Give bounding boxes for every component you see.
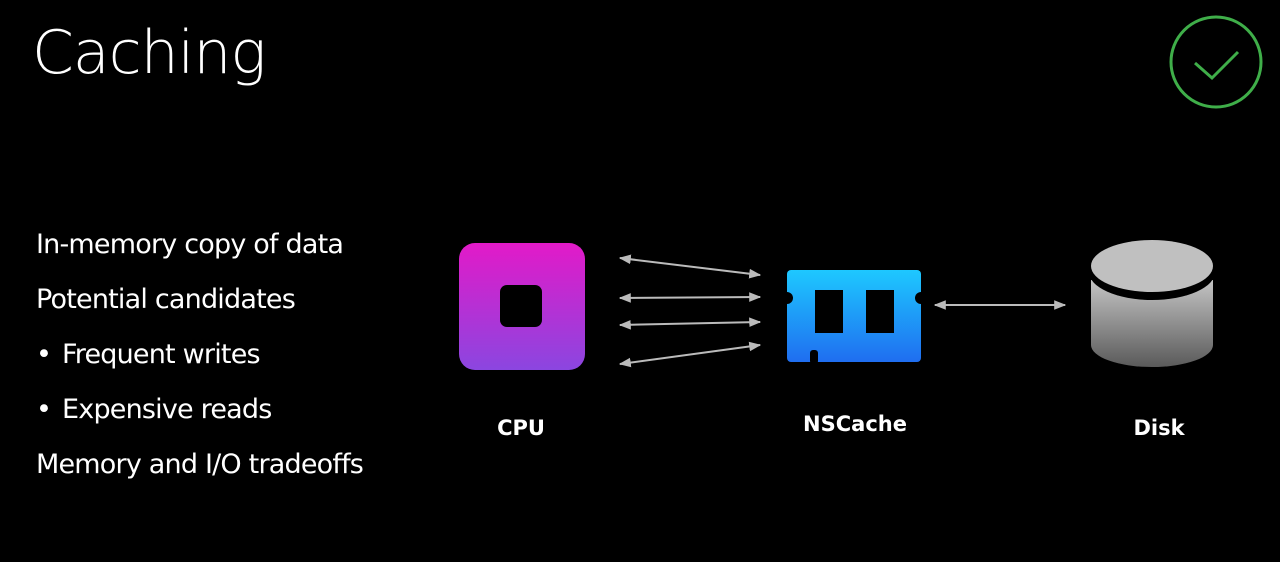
disk-icon	[1089, 240, 1215, 367]
cpu-icon	[440, 226, 604, 388]
bullet-item: In-memory copy of data	[36, 229, 344, 260]
bidirectional-arrows	[618, 254, 1067, 368]
bullet-dot: •	[36, 394, 52, 425]
sub-bullet-item: • Frequent writes	[36, 336, 363, 391]
disk-label: Disk	[1133, 416, 1185, 440]
arrow	[618, 341, 762, 368]
bullet-item: Potential candidates	[36, 284, 296, 315]
cpu-label: CPU	[497, 416, 545, 440]
sub-bullet-item: • Expensive reads	[36, 391, 363, 446]
slide-title: Caching	[32, 18, 266, 88]
bullet-list: In-memory copy of data Potential candida…	[36, 226, 364, 501]
arrow	[618, 292, 762, 303]
bullet-dot: •	[36, 339, 52, 370]
nscache-label: NSCache	[803, 412, 907, 436]
check-circle-icon	[1169, 15, 1263, 109]
sub-bullet-text: Frequent writes	[62, 339, 261, 370]
sub-bullet-text: Expensive reads	[62, 394, 272, 425]
arrow	[618, 254, 762, 279]
bullet-item: Memory and I/O tradeoffs	[36, 449, 364, 480]
memory-module-icon	[781, 270, 927, 364]
arrow	[618, 317, 762, 330]
